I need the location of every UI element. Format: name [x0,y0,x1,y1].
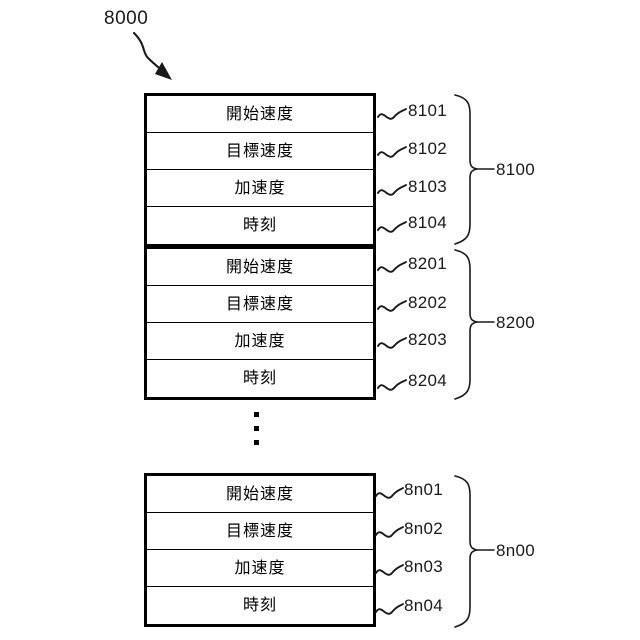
data-block-8100: 開始速度 目標速度 加速度 時刻 [144,93,376,247]
reference-label-8104: 8104 [408,213,448,232]
ellipsis-dot [253,440,259,445]
squiggle-leader-8202 [377,300,407,312]
reference-label-8n01: 8n01 [404,480,444,499]
reference-label-8103: 8103 [408,177,448,196]
squiggle-leader-8204 [377,379,407,391]
squiggle-leader-8n04 [375,603,404,615]
cell-acceleration: 加速度 [147,323,373,360]
cell-target-speed: 目標速度 [147,133,373,170]
squiggle-leader-8101 [377,108,407,120]
group-reference-label-8100: 8100 [496,160,536,179]
leader-arrow-line [132,31,168,77]
squiggle-leader-8102 [377,146,407,158]
cell-target-speed: 目標速度 [147,513,373,550]
leader-arrow-head [155,62,172,80]
cell-start-speed: 開始速度 [147,476,373,513]
group-reference-label-8n00: 8n00 [496,541,536,560]
squiggle-leader-8201 [377,261,407,273]
reference-label-8204: 8204 [408,371,448,390]
squiggle-leader-8n03 [375,564,404,576]
reference-label-8n03: 8n03 [404,557,444,576]
cell-time: 時刻 [147,587,373,624]
reference-label-8n02: 8n02 [404,519,444,538]
reference-label-8203: 8203 [408,330,448,349]
vertical-ellipsis-marker [250,412,262,445]
data-block-8200: 開始速度 目標速度 加速度 時刻 [144,246,376,400]
reference-label-8101: 8101 [408,101,448,120]
ellipsis-dot [253,412,259,417]
cell-start-speed: 開始速度 [147,96,373,133]
cell-acceleration: 加速度 [147,550,373,587]
cell-start-speed: 開始速度 [147,249,373,286]
squiggle-leader-8n02 [375,526,404,538]
brace-8100 [454,94,478,245]
reference-label-8n04: 8n04 [404,596,444,615]
brace-8n00 [454,475,478,628]
cell-time: 時刻 [147,360,373,397]
ellipsis-dot [253,426,259,431]
cell-target-speed: 目標速度 [147,286,373,323]
reference-label-8202: 8202 [408,293,448,312]
figure-reference-8000: 8000 [104,8,149,29]
reference-label-8102: 8102 [408,139,448,158]
squiggle-leader-8103 [377,184,407,196]
data-block-8n00: 開始速度 目標速度 加速度 時刻 [144,473,376,627]
squiggle-leader-8104 [377,221,407,233]
squiggle-leader-8203 [377,337,407,349]
cell-time: 時刻 [147,207,373,244]
group-reference-label-8200: 8200 [496,313,536,332]
reference-label-8201: 8201 [408,254,448,273]
squiggle-leader-8n01 [375,487,404,499]
cell-acceleration: 加速度 [147,170,373,207]
brace-8200 [454,249,478,400]
